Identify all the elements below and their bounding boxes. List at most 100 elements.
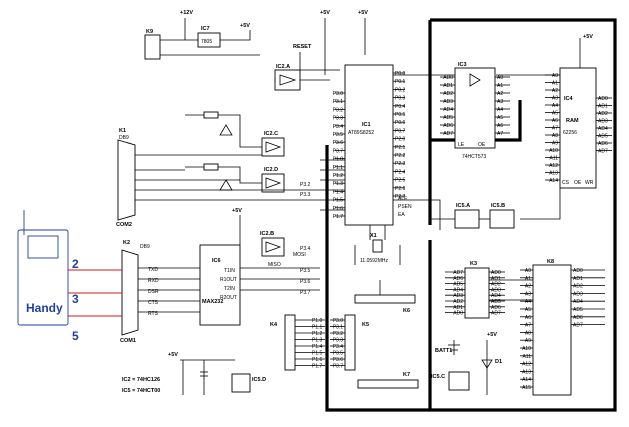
ic3-right-pin-2: A2 [497,91,503,97]
ic1-left-pin-6: P3.6 [333,140,344,146]
k3-left-pin-2: AD5 [453,282,463,288]
k8-left-pin-8: A8 [525,330,531,336]
k8-left-pin-4: A4 [525,299,531,305]
ic4-ram: IC4 RAM 62256 A0A1A2A3A4A5A6A7A8A9A10A11… [545,34,612,189]
k3-right-pin-6: AD6 [491,305,501,311]
k5-label: K5 [362,322,369,328]
plus5v-ic6-label: +5V [232,208,242,214]
ic3-left-pin-0: AD0 [443,75,453,81]
ic1-left-pin-13: P1.5 [333,198,344,204]
k6-header: K6 [354,280,416,314]
ic4-left-pin-6: A6 [552,118,558,124]
handy-pin-3: 3 [72,292,79,306]
ic1-left-pin-2: P3.2 [333,107,344,113]
mosi-label: MOSI [293,252,306,258]
ic7-label: IC7 [201,26,210,32]
ic4-left-pin-5: A5 [552,111,558,117]
ea-label: EA [398,212,405,218]
k8-left-pin-2: A2 [525,284,531,290]
battery: BATT1 [435,340,460,355]
ic2d-label: IC2.D [264,167,278,173]
k1-label: K1 [119,128,126,134]
k8-left-pin-6: A6 [525,315,531,321]
plus5v-d1-label: +5V [487,332,497,338]
k8-header: K8 A0A1A2A3A4A5A6A7A8A9A10A11A12A13A14A1… [520,259,605,396]
ic4-left-pin-1: A1 [552,81,558,87]
ic1-right-pin-6: P0.6 [395,120,406,126]
crystal-label: 11.0592MHz [360,258,388,264]
k7-label: K7 [403,372,410,378]
k3-right-pin-0: AD0 [491,270,501,276]
k5-pin-1: P3.1 [333,325,344,331]
ic3-le: LE [458,142,465,148]
ic4-right-pin-2: AD2 [598,111,608,117]
x1-label: X1 [370,233,377,239]
ic4-left-pin-8: A8 [552,133,558,139]
ic2a-label: IC2.A [276,64,290,70]
ic4-oe: OE [574,180,582,186]
ic1-right-pin-8: P2.0 [395,137,406,143]
k3-left-pin-3: AD4 [453,287,463,293]
k3-right-pin-5: AD5 [491,299,501,305]
ic7-part: 7805 [201,39,212,45]
ic2b-label: IC2.B [260,231,274,237]
k8-left-pin-12: A12 [522,362,531,368]
crystal: X1 11.0592MHz [354,225,401,265]
k2-signal-rts: RTS [148,311,159,317]
k5-pin-6: P3.6 [333,357,344,363]
ic6-pin-r1out: R1OUT [220,277,237,283]
k5-header: K5 P3.0P3.1P3.2P3.3P3.4P3.5P3.6P3.7 [330,314,369,371]
ic3-left-pin-1: AD1 [443,83,453,89]
k8-right-pin-6: AD6 [573,315,583,321]
ic1-right-pin-14: P2.6 [395,186,406,192]
ic1-right-pin-7: P0.7 [395,128,406,134]
k3-left-pin-0: AD7 [453,270,463,276]
port-label-p37: P3.7 [300,290,311,296]
ic3-left-pin-6: AD6 [443,123,453,129]
k8-left-pin-13: A13 [522,369,531,375]
k8-left-pin-15: A15 [522,385,531,391]
k2-type: DB9 [140,244,150,250]
note-ic5: IC5 = 74HCT00 [122,388,160,394]
k8-left-pin-7: A7 [525,323,531,329]
ic4-right-pin-5: AD5 [598,134,608,140]
handy-pin-5: 5 [72,329,79,343]
ic1-part: AT89S8252 [348,130,374,136]
k3-right-pin-3: AD3 [491,287,501,293]
ic5d-label: IC5.D [252,377,266,383]
k1-type: DB9 [119,135,129,141]
ic1-right-pin-4: P0.4 [395,104,406,110]
ic1-right-pin-1: P0.1 [395,79,406,85]
plus5v-supply-label: +5V [240,23,250,29]
ic1-right-pin-0: P0.0 [395,71,406,77]
k1-name: COM2 [116,222,132,228]
k3-left-pin-7: AD0 [453,311,463,317]
ic1-right-pin-12: P2.4 [395,169,406,175]
k3-left-pin-1: AD6 [453,276,463,282]
power-supply: K9 IC7 7805 +5V +12V [144,10,260,60]
plus5v-ic1-label: +5V [358,10,368,16]
k9-label: K9 [146,29,153,35]
k3-right-pin-7: AD7 [491,311,501,317]
ic1-left-pin-10: P1.2 [333,173,344,179]
k3-right-pin-1: AD1 [491,276,501,282]
k8-right-pin-0: AD0 [573,268,583,274]
k3-right-pin-4: AD4 [491,293,501,299]
k8-right-pin-1: AD1 [573,276,583,282]
ic1-label: IC1 [362,122,371,128]
ic1-right-pin-10: P2.2 [395,153,406,159]
ic1-left-pin-5: P3.5 [333,132,344,138]
handy-label: Handy [26,301,63,315]
ic1-microcontroller: IC1 AT89S8252 P3.0P3.1P3.2P3.3P3.4P3.5P3… [333,64,412,226]
note-ic2: IC2 = 74HC126 [122,377,160,383]
ic1-left-pin-7: P3.7 [333,148,344,154]
port-label-p36: P3.6 [300,279,311,285]
batt-label: BATT1 [435,348,452,354]
ic1-right-pin-9: P2.1 [395,145,406,151]
k4-pin-2: P1.2 [312,331,323,337]
ic6-pin-r2out: R2OUT [220,295,237,301]
plus12v-label: +12V [180,10,193,16]
k8-left-pin-11: A11 [522,354,531,360]
